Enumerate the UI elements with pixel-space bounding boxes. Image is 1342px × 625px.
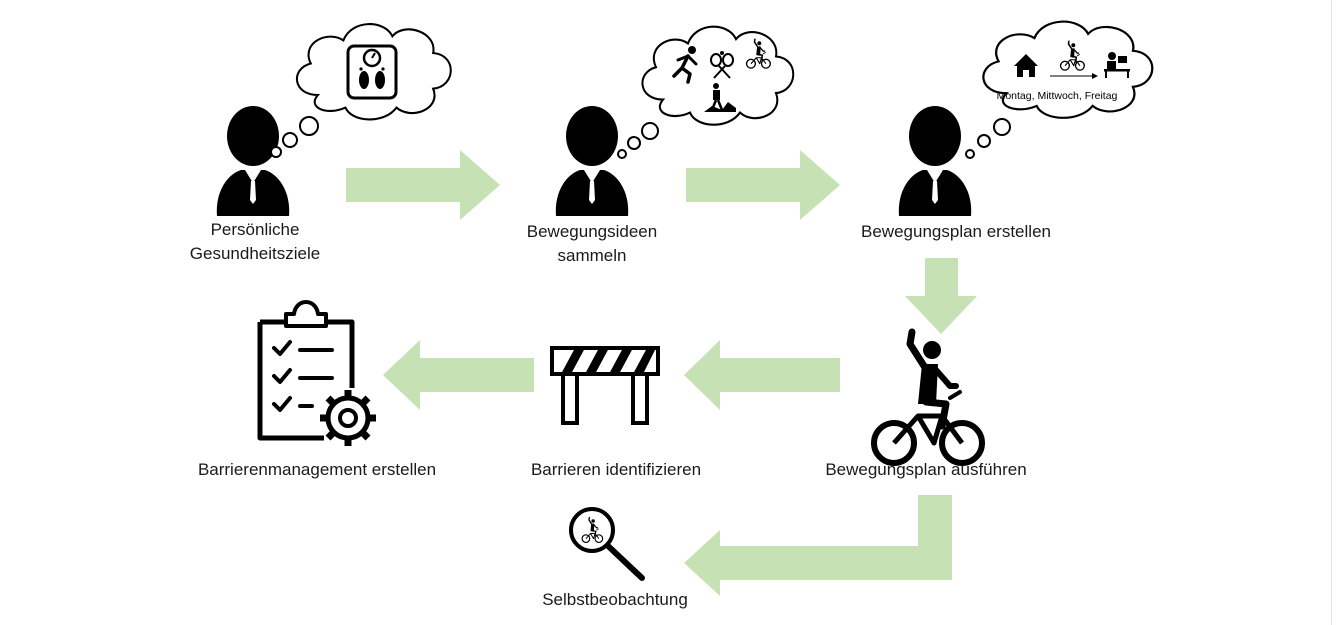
label-observe: Selbstbeobachtung — [520, 588, 710, 612]
arrow-execute-to-barriers — [684, 340, 840, 410]
arrow-goals-to-ideas — [346, 150, 500, 220]
label-management: Barrierenmanagement erstellen — [167, 458, 467, 482]
person-plan-icon — [898, 106, 972, 216]
arrow-ideas-to-plan — [686, 150, 840, 220]
plan-days-text: Montag, Mittwoch, Freitag — [997, 90, 1118, 102]
hiker-icon — [704, 83, 736, 112]
magnifier-cyclist-icon — [569, 507, 645, 581]
label-plan: Bewegungsplan erstellen — [836, 220, 1076, 244]
bathroom-scale-icon — [346, 44, 398, 100]
office-worker-icon — [1104, 52, 1130, 78]
arrow-execute-to-observe — [684, 495, 952, 596]
label-ideas-line1: Bewegungsideen — [526, 222, 658, 241]
label-execute-text: Bewegungsplan ausführen — [825, 460, 1027, 479]
label-barriers: Barrieren identifizieren — [496, 458, 736, 482]
thought-bubbles-goals — [270, 23, 452, 158]
label-ideas-line2: sammeln — [557, 246, 627, 265]
label-goals-line1: Persönliche — [210, 220, 300, 239]
right-border-line — [1331, 0, 1332, 625]
label-observe-text: Selbstbeobachtung — [542, 590, 688, 609]
person-ideas-icon — [555, 106, 629, 216]
label-plan-text: Bewegungsplan erstellen — [861, 222, 1051, 241]
label-goals: Persönliche Gesundheitsziele — [160, 218, 350, 266]
arrow-plan-to-execute — [905, 258, 977, 334]
thought-bubbles-ideas — [617, 25, 795, 159]
label-ideas: Bewegungsideen sammeln — [497, 220, 687, 268]
barrier-icon — [550, 346, 660, 425]
label-barriers-text: Barrieren identifizieren — [530, 460, 702, 479]
thought-bubbles-plan — [965, 20, 1154, 159]
timeline-arrow-icon — [1050, 73, 1098, 79]
label-goals-line2: Gesundheitsziele — [189, 244, 321, 263]
tennis-rackets-icon — [710, 51, 734, 79]
cyclist-execute-icon — [874, 332, 982, 463]
clipboard-gear-icon — [257, 300, 376, 446]
label-management-text: Barrierenmanagement erstellen — [197, 460, 437, 479]
house-icon — [1014, 54, 1038, 77]
arrow-barriers-to-management — [383, 340, 534, 410]
person-goals-icon — [216, 106, 290, 216]
label-execute: Bewegungsplan ausführen — [806, 458, 1046, 482]
runner-icon — [672, 46, 698, 84]
